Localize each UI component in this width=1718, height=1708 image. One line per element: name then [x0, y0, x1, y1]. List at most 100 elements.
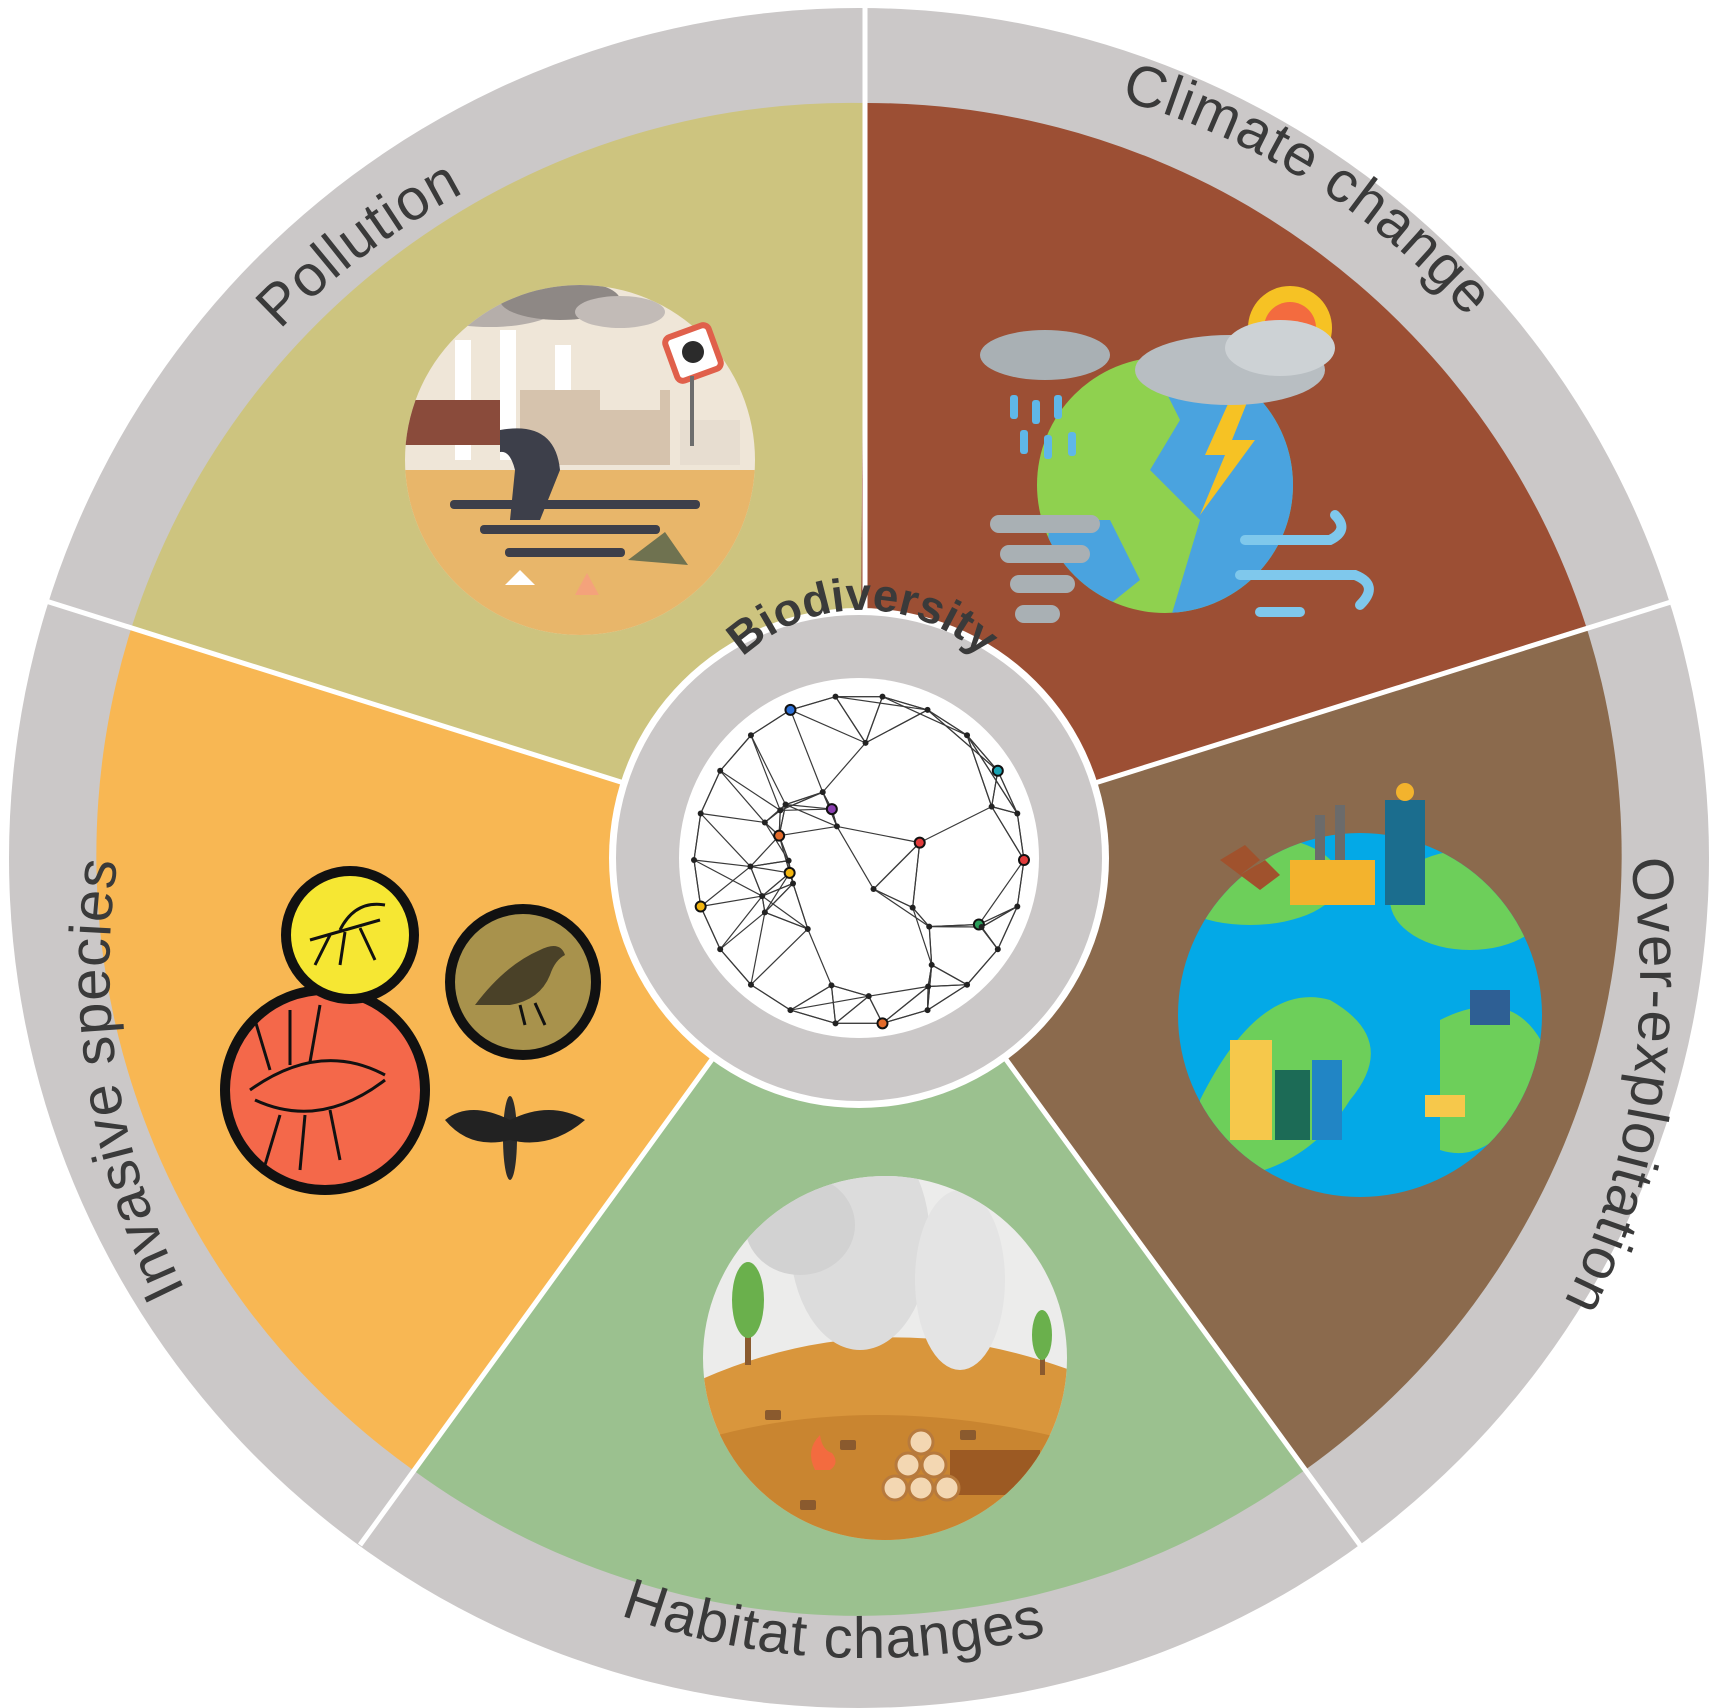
- network-node: [964, 981, 971, 988]
- network-edge: [790, 984, 832, 1011]
- network-edge: [750, 912, 766, 985]
- network-edge: [807, 928, 832, 986]
- network-edge: [790, 1009, 836, 1024]
- network-node: [876, 1017, 889, 1030]
- network-edge: [750, 928, 809, 986]
- network-node: [777, 807, 784, 814]
- network-node: [783, 866, 796, 879]
- network-edge: [882, 696, 928, 711]
- network-edge: [719, 734, 752, 772]
- network-edge: [835, 696, 867, 744]
- network-node: [833, 823, 840, 830]
- network-edge: [693, 813, 702, 861]
- network-edge: [750, 865, 790, 874]
- network-node: [925, 983, 932, 990]
- biodiversity-network-graphic: [691, 693, 1030, 1030]
- network-edge: [790, 709, 866, 744]
- network-edge: [873, 888, 913, 909]
- network-edge: [764, 911, 808, 930]
- network-edge: [927, 709, 999, 772]
- network-edge: [719, 770, 766, 823]
- network-node: [832, 693, 839, 700]
- biodiversity-center: Biodiversity: [609, 568, 1109, 1108]
- network-edge: [822, 742, 867, 793]
- network-node: [991, 764, 1004, 777]
- network-node: [1014, 903, 1021, 910]
- network-edge: [764, 872, 791, 913]
- network-edge: [719, 770, 781, 811]
- network-edge: [700, 770, 721, 814]
- network-node: [784, 703, 797, 716]
- network-edge: [750, 735, 787, 805]
- network-edge: [882, 696, 968, 736]
- network-edge: [764, 804, 786, 823]
- network-edge: [864, 696, 884, 744]
- tree-icon: [732, 1262, 1052, 1375]
- network-edge: [912, 907, 930, 927]
- network-edge: [700, 866, 751, 907]
- network-node: [924, 1007, 931, 1014]
- network-node: [747, 732, 754, 739]
- invasive-animals-icon: [220, 866, 601, 1195]
- network-node: [785, 857, 792, 864]
- network-edge: [981, 905, 1018, 928]
- network-edge: [830, 985, 837, 1024]
- network-node: [862, 739, 869, 746]
- network-edge: [931, 964, 968, 986]
- network-edge: [780, 791, 823, 811]
- network-edge: [693, 859, 702, 907]
- network-edge: [836, 825, 920, 844]
- network-edge: [750, 735, 781, 811]
- log-pile-icon: [881, 1428, 961, 1502]
- network-edge: [1016, 859, 1025, 907]
- network-edge: [873, 842, 921, 890]
- network-node: [928, 961, 935, 968]
- network-edge: [882, 1009, 928, 1024]
- network-edge: [700, 812, 765, 824]
- network-node: [994, 946, 1001, 953]
- network-edge: [997, 770, 1018, 814]
- network-edge: [835, 696, 928, 711]
- network-edge: [865, 709, 928, 744]
- network-node: [1014, 810, 1021, 817]
- network-edge: [912, 842, 921, 908]
- network-edge: [1016, 813, 1025, 861]
- network-node: [691, 857, 697, 863]
- network-node: [832, 1020, 839, 1027]
- network-edge: [693, 859, 763, 897]
- network-edge: [836, 826, 875, 890]
- network-edge: [868, 985, 929, 997]
- network-edge: [978, 859, 1025, 925]
- network-edge: [927, 709, 968, 736]
- network-edge: [919, 806, 992, 844]
- network-edge: [882, 986, 929, 1024]
- network-node: [717, 946, 724, 953]
- network-node: [804, 925, 811, 932]
- network-edge: [750, 709, 791, 736]
- network-node: [747, 981, 754, 988]
- network-edge: [928, 984, 968, 988]
- network-edge: [928, 926, 933, 965]
- moth-icon: [445, 1096, 585, 1180]
- network-node: [773, 829, 786, 842]
- fire-icon: [811, 1435, 836, 1470]
- network-edge: [997, 906, 1018, 950]
- network-edge: [719, 895, 763, 950]
- network-edge: [764, 883, 794, 913]
- network-edge: [873, 888, 930, 928]
- network-edge: [966, 948, 999, 986]
- network-edge: [927, 984, 968, 1011]
- mosquito-icon: [281, 866, 419, 1004]
- network-edge: [693, 859, 751, 868]
- network-node: [790, 880, 797, 887]
- network-edge: [750, 860, 789, 868]
- network-node: [828, 982, 835, 989]
- network-edge: [790, 995, 869, 1011]
- climate-change-globe-icon: [980, 286, 1374, 623]
- network-edge: [785, 803, 838, 827]
- network-edge: [966, 735, 993, 807]
- network-edge: [779, 825, 838, 837]
- network-edge: [750, 835, 780, 867]
- network-node: [1018, 854, 1030, 866]
